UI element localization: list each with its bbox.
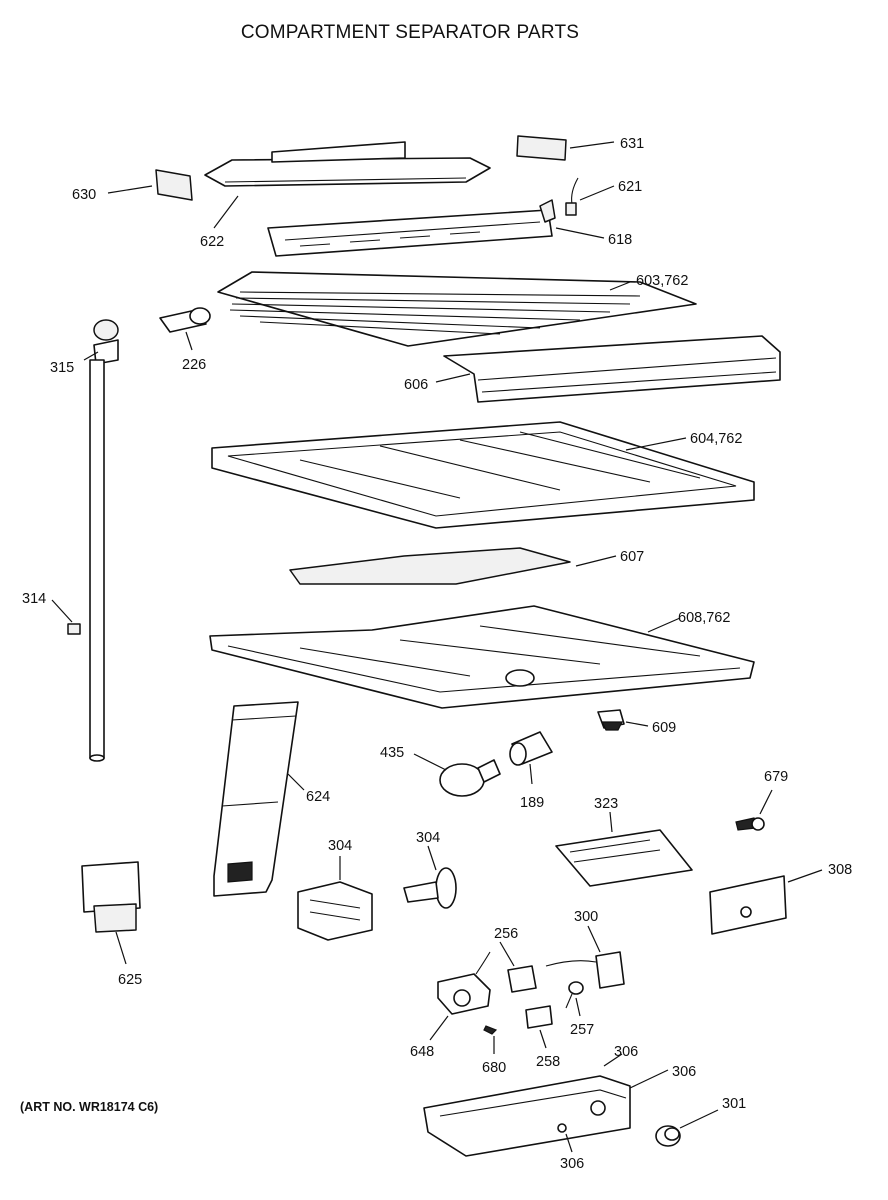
part-306-bracket: [423, 1053, 669, 1157]
callout-308: 308: [828, 862, 852, 878]
part-323: [555, 811, 693, 887]
callout-606: 606: [404, 377, 428, 393]
callout-624: 624: [306, 789, 330, 805]
part-631: [516, 135, 615, 161]
part-189: [509, 731, 553, 785]
callout-622: 622: [200, 234, 224, 250]
callout-257: 257: [570, 1022, 594, 1038]
part-315: [83, 319, 119, 365]
part-607: [289, 547, 617, 585]
part-621: [565, 177, 615, 216]
diagram-title: COMPARTMENT SEPARATOR PARTS: [240, 22, 580, 43]
callout-680: 680: [482, 1060, 506, 1076]
callout-304a: 304: [328, 838, 352, 854]
callout-630: 630: [72, 187, 96, 203]
callout-621: 621: [618, 179, 642, 195]
callout-604: 604,762: [690, 431, 742, 447]
part-300: [545, 925, 625, 989]
callout-625: 625: [118, 972, 142, 988]
part-679: [735, 789, 773, 831]
callout-314: 314: [22, 591, 46, 607]
callout-226: 226: [182, 357, 206, 373]
part-630: [107, 169, 193, 201]
part-622: [204, 141, 491, 229]
callout-618: 618: [608, 232, 632, 248]
callout-189: 189: [520, 795, 544, 811]
callout-435: 435: [380, 745, 404, 761]
callout-679: 679: [764, 769, 788, 785]
callout-256: 256: [494, 926, 518, 942]
callout-304b: 304: [416, 830, 440, 846]
callout-631: 631: [620, 136, 644, 152]
callout-306a: 306: [614, 1044, 638, 1060]
part-308: [709, 869, 823, 935]
part-258: [525, 1005, 553, 1049]
part-680: [483, 1025, 498, 1054]
part-226: [159, 307, 211, 351]
part-604: [211, 421, 755, 529]
callout-607: 607: [620, 549, 644, 565]
callout-306b: 306: [672, 1064, 696, 1080]
callout-306c: 306: [560, 1156, 584, 1172]
callout-315: 315: [50, 360, 74, 376]
part-606: [435, 335, 781, 403]
part-618: [267, 199, 605, 257]
callout-323: 323: [594, 796, 618, 812]
part-603: [217, 271, 697, 347]
part-256: [499, 941, 537, 993]
art-number: (ART NO. WR18174 C6): [20, 1100, 159, 1114]
part-435: [413, 753, 501, 797]
part-625: [81, 861, 141, 965]
part-314-tube: [51, 359, 105, 762]
part-301: [655, 1109, 719, 1147]
part-648: [429, 951, 491, 1041]
callout-603: 603,762: [636, 273, 688, 289]
part-304a: [297, 856, 373, 941]
part-624: [213, 701, 305, 897]
part-257: [565, 981, 584, 1017]
callout-301: 301: [722, 1096, 746, 1112]
callout-608: 608,762: [678, 610, 730, 626]
callout-609: 609: [652, 720, 676, 736]
part-304b: [403, 845, 457, 909]
part-609: [597, 709, 649, 731]
callout-258: 258: [536, 1054, 560, 1070]
callout-648: 648: [410, 1044, 434, 1060]
part-608: [209, 605, 755, 709]
callout-300: 300: [574, 909, 598, 925]
